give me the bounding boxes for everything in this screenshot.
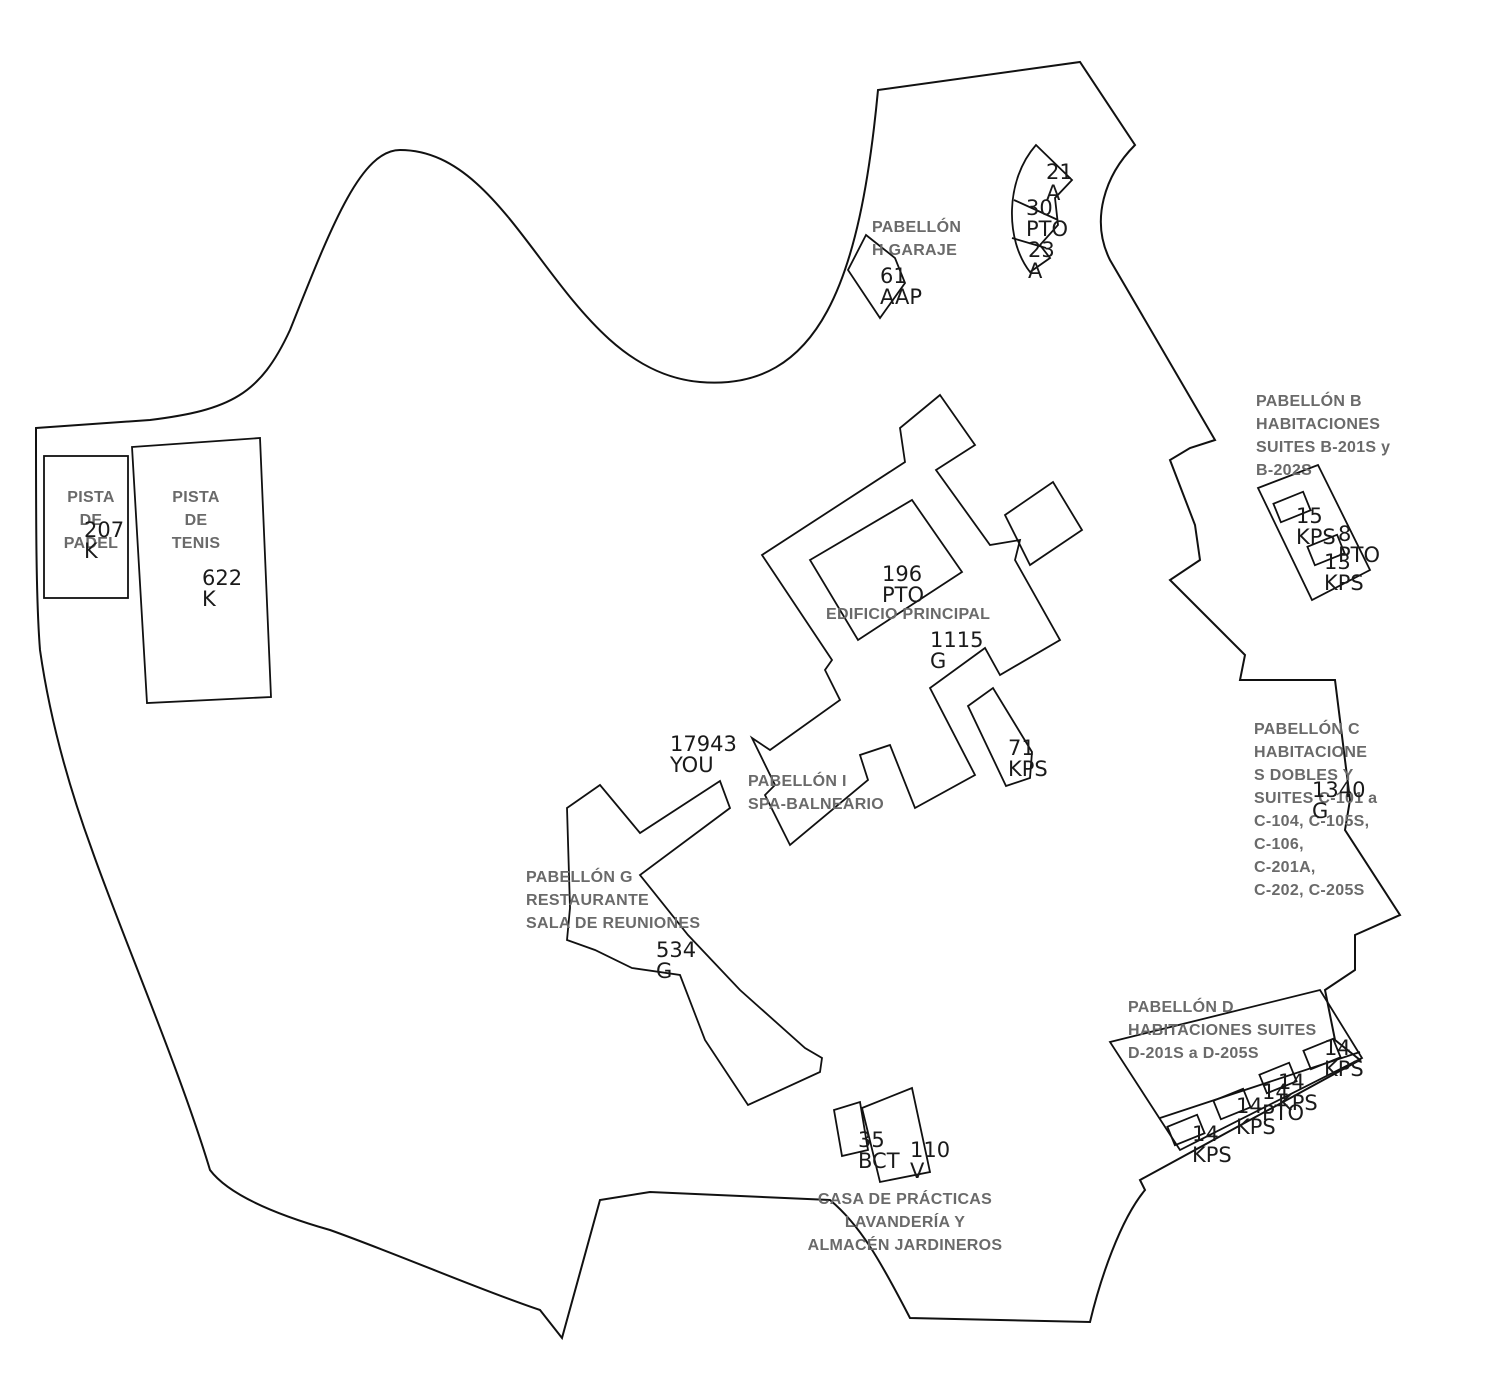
label-line: PABELLÓN I: [748, 773, 847, 790]
padel-court-label: PISTA DE PADEL: [58, 486, 124, 555]
casa-label: CASA DE PRÁCTICAS LAVANDERÍA Y ALMACÉN J…: [780, 1188, 1030, 1257]
label-line: RESTAURANTE: [526, 892, 650, 909]
pabellon-h-label: PABELLÓN H GARAJE: [872, 216, 961, 262]
label-line: TENIS: [171, 535, 221, 552]
pabellon-d-label: PABELLÓN D HABITACIONES SUITES D-201S a …: [1128, 996, 1317, 1065]
pabellon-b-label: PABELLÓN B HABITACIONES SUITES B-201S y …: [1256, 390, 1390, 482]
restaurant-building: [566, 779, 823, 1107]
pabellon-c-label: PABELLÓN C HABITACIONE S DOBLES Y SUITES…: [1254, 718, 1377, 902]
label-line: SPA-BALNEARIO: [748, 796, 885, 813]
label-line: C-202, C-205S: [1254, 882, 1365, 899]
pavilion-d-room-4: [1302, 1037, 1342, 1071]
label-line: CASA DE PRÁCTICAS: [817, 1191, 993, 1208]
pabellon-i-label: PABELLÓN I SPA-BALNEARIO: [748, 770, 884, 816]
label-line: C-104, C-105S,: [1254, 813, 1370, 830]
edificio-principal-label: EDIFICIO PRINCIPAL: [826, 603, 990, 626]
label-line: PADEL: [63, 535, 119, 552]
main-courtyard: [808, 498, 964, 642]
pavilion-d: [1108, 988, 1364, 1152]
pavilion-b: [1256, 463, 1372, 602]
annex-square: [1003, 480, 1084, 567]
fan-building: [1011, 143, 1074, 274]
label-line: C-106,: [1254, 836, 1304, 853]
label-line: H GARAJE: [872, 242, 958, 259]
label-line: PABELLÓN D: [1128, 999, 1234, 1016]
pavilion-b-room-1: [1272, 490, 1312, 524]
site-boundary: [34, 60, 1402, 1341]
label-line: C-201A,: [1254, 859, 1316, 876]
label-line: PABELLÓN: [872, 219, 962, 236]
pavilion-d-room-1: [1166, 1113, 1206, 1147]
label-line: HABITACIONES: [1256, 416, 1381, 433]
label-line: DE: [184, 512, 208, 529]
label-line: B-202S: [1256, 462, 1313, 479]
label-line: SALA DE REUNIONES: [526, 915, 701, 932]
casa-annex: [832, 1100, 870, 1158]
label-line: EDIFICIO PRINCIPAL: [826, 606, 991, 623]
label-line: S DOBLES Y: [1254, 767, 1354, 784]
label-line: D-201S a D-205S: [1128, 1045, 1259, 1062]
pavilion-d-room-3: [1258, 1061, 1298, 1095]
label-line: LAVANDERÍA Y: [844, 1214, 966, 1231]
label-line: SUITES B-201S y: [1256, 439, 1391, 456]
label-line: PABELLÓN B: [1256, 393, 1362, 410]
tennis-court: [131, 437, 272, 704]
label-line: PABELLÓN G: [526, 869, 633, 886]
label-line: HABITACIONES SUITES: [1128, 1022, 1317, 1039]
fan-division-1: [1013, 199, 1059, 221]
casa-building: [860, 1086, 932, 1184]
padel-court: [43, 455, 129, 599]
pavilion-b-room-2: [1306, 533, 1346, 567]
label-line: PISTA: [172, 489, 220, 506]
main-building: [749, 393, 1062, 847]
label-line: ALMACÉN JARDINEROS: [807, 1237, 1003, 1254]
annex-small: [966, 686, 1033, 788]
tennis-court-label: PISTA DE TENIS: [160, 486, 232, 555]
fan-division-2: [1011, 237, 1047, 249]
label-line: HABITACIONE: [1254, 744, 1368, 761]
label-line: PABELLÓN C: [1254, 721, 1360, 738]
label-line: PISTA: [67, 489, 115, 506]
label-line: DE: [79, 512, 103, 529]
garage-building: [846, 233, 907, 320]
pabellon-g-label: PABELLÓN G RESTAURANTE SALA DE REUNIONES: [526, 866, 700, 935]
pavilion-d-room-2: [1212, 1087, 1252, 1121]
label-line: SUITES C-101 a: [1254, 790, 1378, 807]
